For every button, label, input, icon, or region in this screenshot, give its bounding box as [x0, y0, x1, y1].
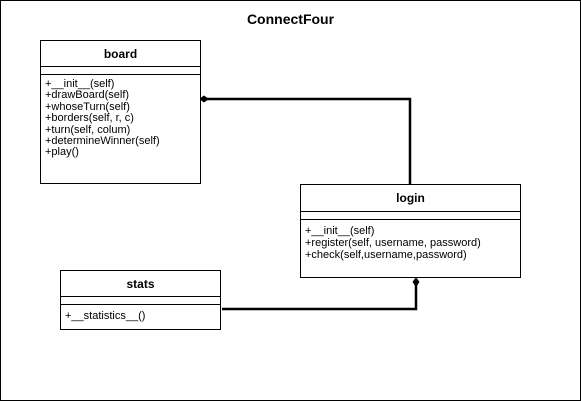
login-methods: +__init__(self) +register(self, username… — [301, 220, 520, 261]
method: +check(self,username,password) — [305, 249, 467, 261]
board-attributes — [41, 67, 200, 75]
method: +register(self, username, password) — [305, 237, 481, 249]
method: +__statistics__() — [65, 310, 146, 322]
login-class-name: login — [301, 185, 520, 212]
method: +determineWinner(self) — [45, 135, 160, 148]
method: +play() — [45, 146, 79, 159]
login-attributes — [301, 212, 520, 220]
board-class[interactable]: board +__init__(self) +drawBoard(self) +… — [40, 40, 201, 184]
method: +turn(self, colum) — [45, 123, 131, 136]
board-composition-diamond — [199, 95, 209, 103]
stats-class[interactable]: stats +__statistics__() — [60, 270, 221, 330]
diagram-title: ConnectFour — [246, 11, 335, 27]
stats-attributes — [61, 297, 220, 305]
method: +drawBoard(self) — [45, 89, 130, 102]
method: +__init__(self) — [45, 78, 115, 90]
method: +__init__(self) — [305, 225, 375, 237]
method: +borders(self, r, c) — [45, 112, 134, 125]
login-composition-diamond — [412, 277, 420, 287]
method: +whoseTurn(self) — [45, 100, 130, 113]
stats-login-connector — [222, 285, 418, 311]
board-login-connector — [204, 97, 412, 185]
login-class[interactable]: login +__init__(self) +register(self, us… — [300, 184, 521, 278]
stats-class-name: stats — [61, 271, 220, 297]
stats-methods: +__statistics__() — [61, 305, 220, 322]
board-class-name: board — [41, 41, 200, 67]
board-methods: +__init__(self) +drawBoard(self) +whoseT… — [41, 75, 200, 159]
